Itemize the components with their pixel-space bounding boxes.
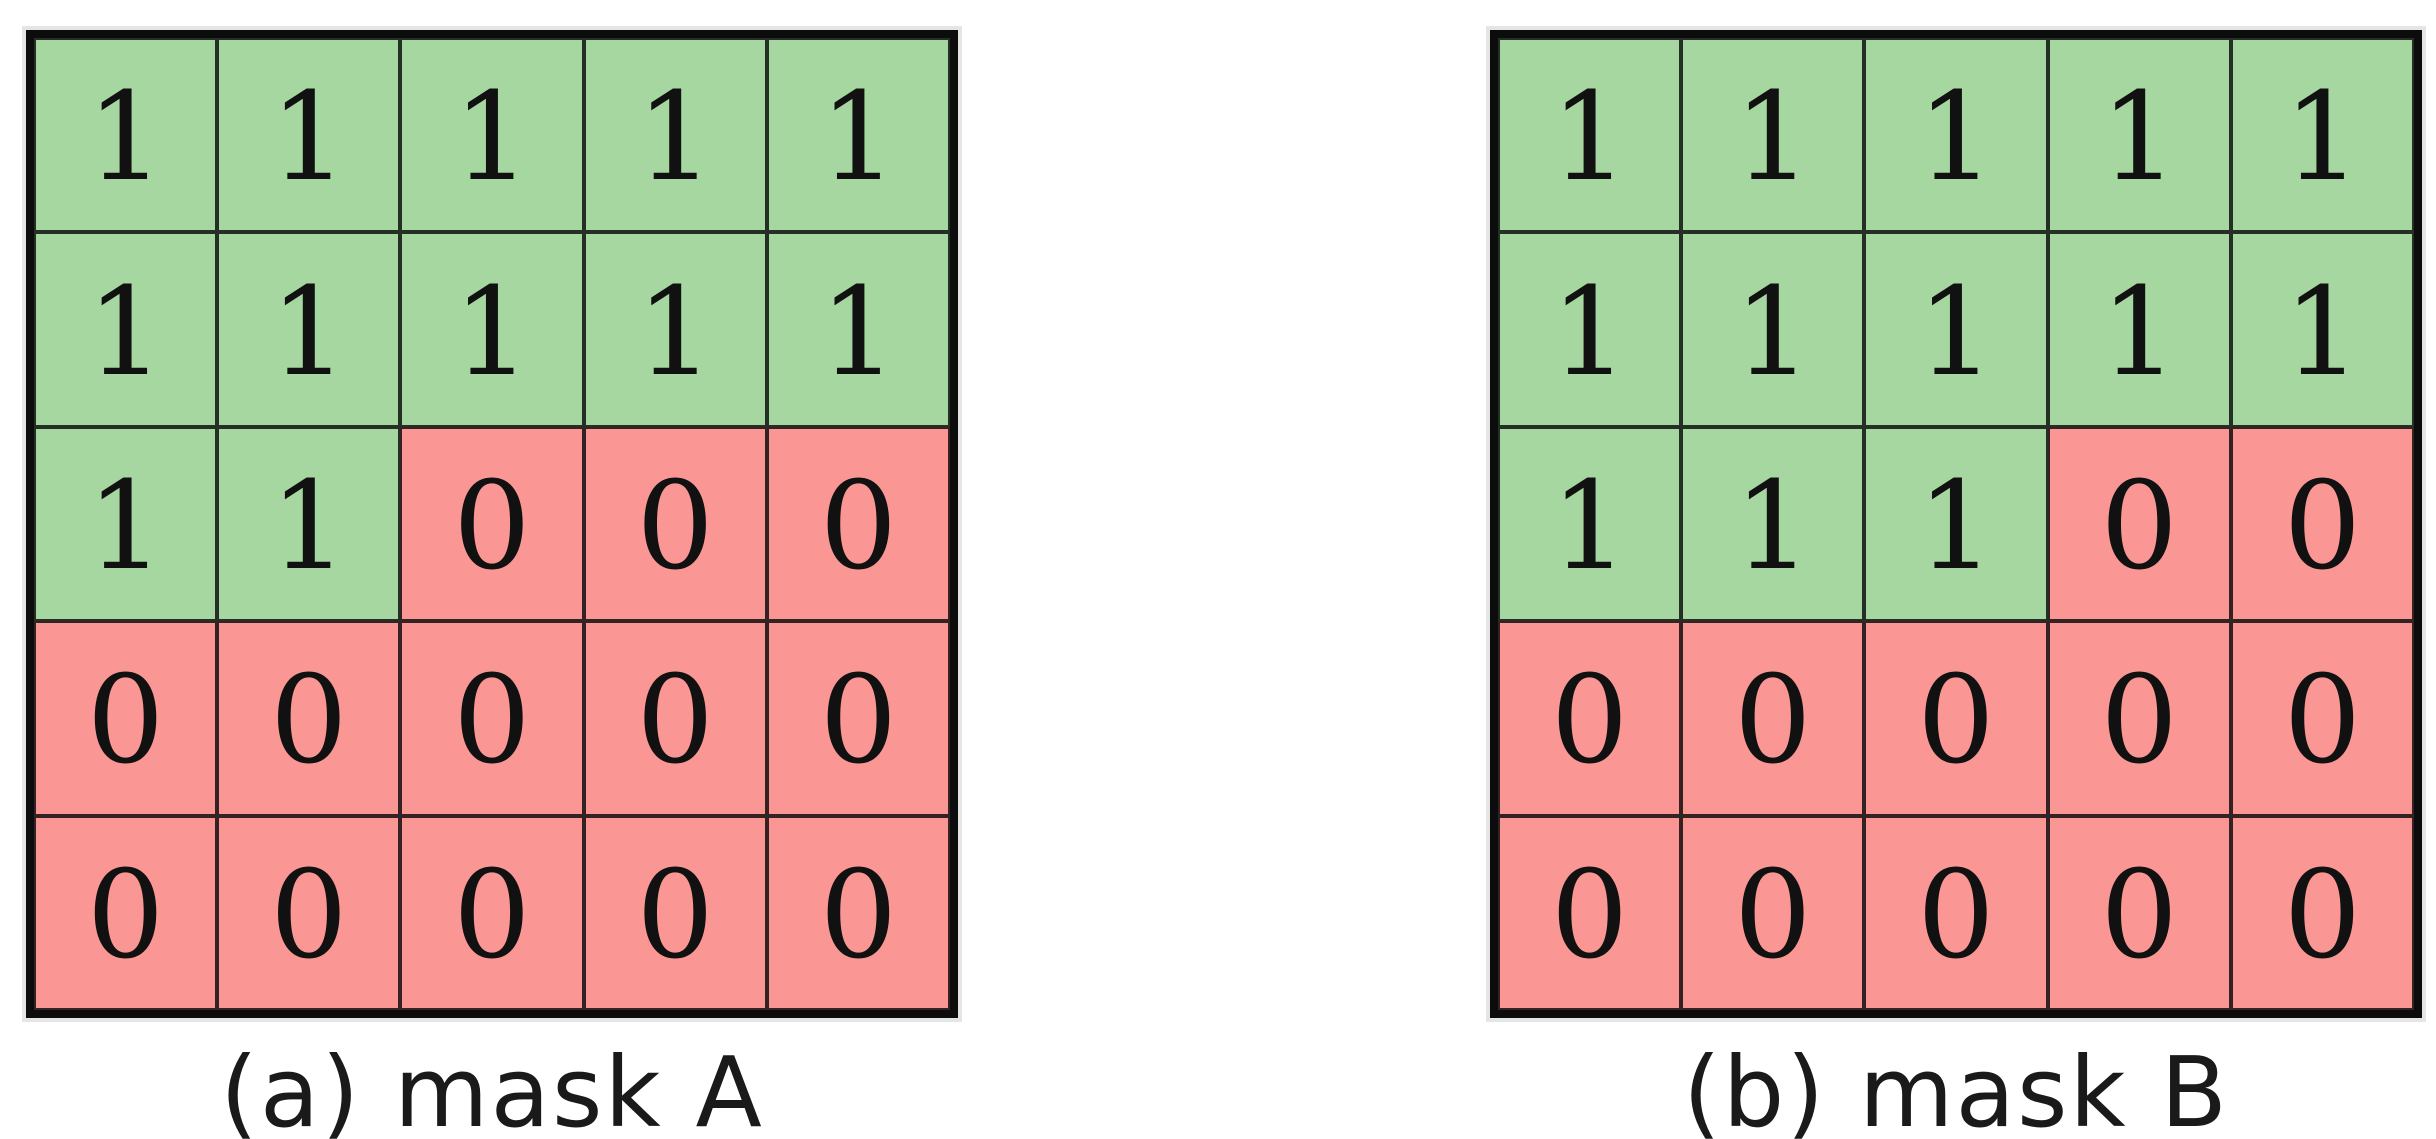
- mask-cell-0: 0: [400, 621, 584, 816]
- mask-cell-1: 1: [1498, 426, 1682, 622]
- mask-cell-0: 0: [34, 815, 218, 1010]
- mask-cell-1: 1: [1498, 38, 1682, 233]
- mask-cell-1: 1: [2047, 232, 2231, 427]
- mask-cell-1: 1: [1864, 426, 2048, 622]
- mask-cell-0: 0: [1498, 815, 1682, 1010]
- mask-cell-1: 1: [1681, 232, 1865, 427]
- mask-cell-0: 0: [583, 815, 767, 1010]
- mask-b-caption: (b) mask B: [1682, 1036, 2230, 1139]
- mask-cell-1: 1: [1864, 232, 2048, 427]
- mask-cell-0: 0: [766, 426, 950, 622]
- mask-cell-0: 0: [217, 815, 401, 1010]
- mask-cell-1: 1: [400, 232, 584, 427]
- mask-cell-1: 1: [34, 426, 218, 622]
- mask-cell-0: 0: [400, 426, 584, 622]
- mask-cell-1: 1: [766, 232, 950, 427]
- mask-cell-0: 0: [2230, 815, 2414, 1010]
- mask-cell-1: 1: [2230, 38, 2414, 233]
- mask-cell-1: 1: [1864, 38, 2048, 233]
- mask-cell-0: 0: [2047, 621, 2231, 816]
- mask-cell-1: 1: [1681, 38, 1865, 233]
- mask-a-caption: (a) mask A: [220, 1036, 764, 1139]
- mask-cell-1: 1: [766, 38, 950, 233]
- mask-cell-0: 0: [1864, 815, 2048, 1010]
- mask-cell-1: 1: [2230, 232, 2414, 427]
- mask-cell-0: 0: [766, 815, 950, 1010]
- mask-cell-0: 0: [2230, 621, 2414, 816]
- mask-cell-0: 0: [2047, 815, 2231, 1010]
- mask-cell-1: 1: [583, 38, 767, 233]
- mask-cell-0: 0: [217, 621, 401, 816]
- mask-cell-1: 1: [34, 38, 218, 233]
- mask-cell-0: 0: [1498, 621, 1682, 816]
- mask-cell-0: 0: [1681, 815, 1865, 1010]
- mask-cell-0: 0: [400, 815, 584, 1010]
- mask-cell-1: 1: [217, 426, 401, 622]
- mask-cell-1: 1: [400, 38, 584, 233]
- mask-cell-1: 1: [583, 232, 767, 427]
- mask-cell-0: 0: [583, 426, 767, 622]
- mask-cell-0: 0: [34, 621, 218, 816]
- mask-cell-0: 0: [583, 621, 767, 816]
- mask-cell-1: 1: [34, 232, 218, 427]
- mask-cell-0: 0: [2047, 426, 2231, 622]
- mask-cell-0: 0: [2230, 426, 2414, 622]
- mask-cell-1: 1: [2047, 38, 2231, 233]
- mask-cell-1: 1: [1681, 426, 1865, 622]
- mask-cell-1: 1: [217, 38, 401, 233]
- mask-cell-0: 0: [1864, 621, 2048, 816]
- mask-cell-1: 1: [1498, 232, 1682, 427]
- mask-cell-0: 0: [1681, 621, 1865, 816]
- mask-cell-0: 0: [766, 621, 950, 816]
- mask-cell-1: 1: [217, 232, 401, 427]
